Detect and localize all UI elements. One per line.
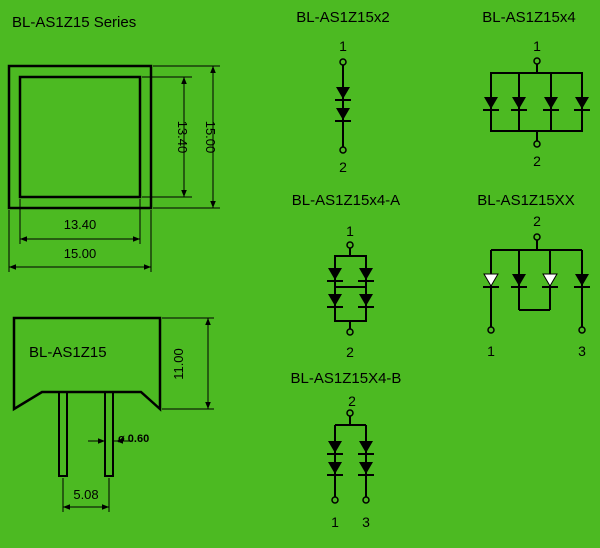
circuit-x4a: BL-AS1Z15x4-A 1 2 (292, 192, 400, 360)
circuit-x2: BL-AS1Z15x2 1 2 (296, 9, 389, 175)
package-side-label: BL-AS1Z15 (29, 344, 107, 361)
diode-icon (511, 274, 527, 288)
circuit-x4a-pin-bottom: 2 (346, 344, 354, 360)
open-diode-icon (483, 273, 499, 288)
dim-side-height: 11.00 (162, 317, 214, 410)
circuit-x4b-pin-left: 1 (331, 514, 339, 530)
dim-outer-height: 15.00 (153, 65, 220, 209)
package-side-view: BL-AS1Z15 11.00 ø 0.60 5.08 (12, 316, 214, 512)
terminal-icon (346, 409, 354, 417)
circuit-x4b-pin-top: 2 (348, 393, 356, 409)
dim-inner-width-label: 13.40 (64, 217, 97, 232)
circuit-xx-pin-top: 2 (533, 213, 541, 229)
dim-lead-diameter-label: ø 0.60 (118, 433, 149, 445)
dim-outer-width-label: 15.00 (64, 246, 97, 261)
circuit-x4-pin-top: 1 (533, 38, 541, 54)
diode-icon (327, 268, 343, 282)
dim-lead-diameter: ø 0.60 (88, 433, 149, 445)
circuit-x4b-pin-right: 3 (362, 514, 370, 530)
package-top-view: BL-AS1Z15 Series 13.40 15.00 13.40 (7, 14, 220, 272)
circuit-x4-pin-bottom: 2 (533, 153, 541, 169)
terminal-icon (331, 496, 339, 504)
diode-icon (335, 87, 351, 101)
circuit-x4-title: BL-AS1Z15x4 (482, 9, 575, 26)
terminal-icon (339, 58, 347, 66)
diode-icon (327, 294, 343, 308)
dim-lead-pitch-label: 5.08 (73, 487, 98, 502)
lead-left (58, 391, 68, 477)
diode-icon (327, 441, 343, 455)
terminal-icon (578, 326, 586, 334)
circuit-xx-pin-right: 3 (578, 343, 586, 359)
terminal-icon (346, 328, 354, 336)
terminal-icon (339, 146, 347, 154)
package-lens-outline (18, 75, 142, 199)
circuit-xx: BL-AS1Z15XX 2 1 3 (477, 192, 590, 359)
lead-right (104, 391, 114, 477)
diode-icon (358, 441, 374, 455)
terminal-icon (533, 57, 541, 65)
dim-inner-height-label: 13.40 (175, 121, 190, 154)
dim-side-height-label: 11.00 (171, 348, 186, 380)
diode-icon (574, 97, 590, 111)
diode-icon (358, 294, 374, 308)
dim-inner-width: 13.40 (19, 199, 141, 244)
terminal-icon (346, 241, 354, 249)
diode-icon (327, 462, 343, 476)
diode-icon (335, 108, 351, 122)
diode-icon (511, 97, 527, 111)
package-outer-outline (7, 64, 153, 210)
terminal-icon (487, 326, 495, 334)
circuit-x4b-title: BL-AS1Z15X4-B (291, 370, 402, 387)
circuit-xx-pin-left: 1 (487, 343, 495, 359)
terminal-icon (533, 140, 541, 148)
dim-outer-height-label: 15.00 (203, 121, 218, 154)
dim-lead-pitch: 5.08 (62, 478, 110, 512)
diode-icon (358, 462, 374, 476)
terminal-icon (362, 496, 370, 504)
package-series-title: BL-AS1Z15 Series (12, 14, 136, 31)
circuit-x2-title: BL-AS1Z15x2 (296, 9, 389, 26)
circuit-x4: BL-AS1Z15x4 1 2 (482, 9, 590, 169)
circuit-x4b: BL-AS1Z15X4-B 2 1 3 (291, 370, 402, 530)
circuit-xx-title: BL-AS1Z15XX (477, 192, 575, 209)
circuit-x2-pin-bottom: 2 (339, 159, 347, 175)
circuit-x4a-title: BL-AS1Z15x4-A (292, 192, 400, 209)
diode-icon (358, 268, 374, 282)
diode-icon (574, 274, 590, 288)
diode-icon (483, 97, 499, 111)
package-side-outline (12, 316, 162, 412)
dim-inner-height: 13.40 (142, 76, 192, 198)
circuit-x4a-pin-top: 1 (346, 223, 354, 239)
circuit-x2-pin-top: 1 (339, 38, 347, 54)
dim-outer-width: 15.00 (8, 210, 152, 272)
open-diode-icon (542, 273, 558, 288)
terminal-icon (533, 233, 541, 241)
diode-icon (543, 97, 559, 111)
